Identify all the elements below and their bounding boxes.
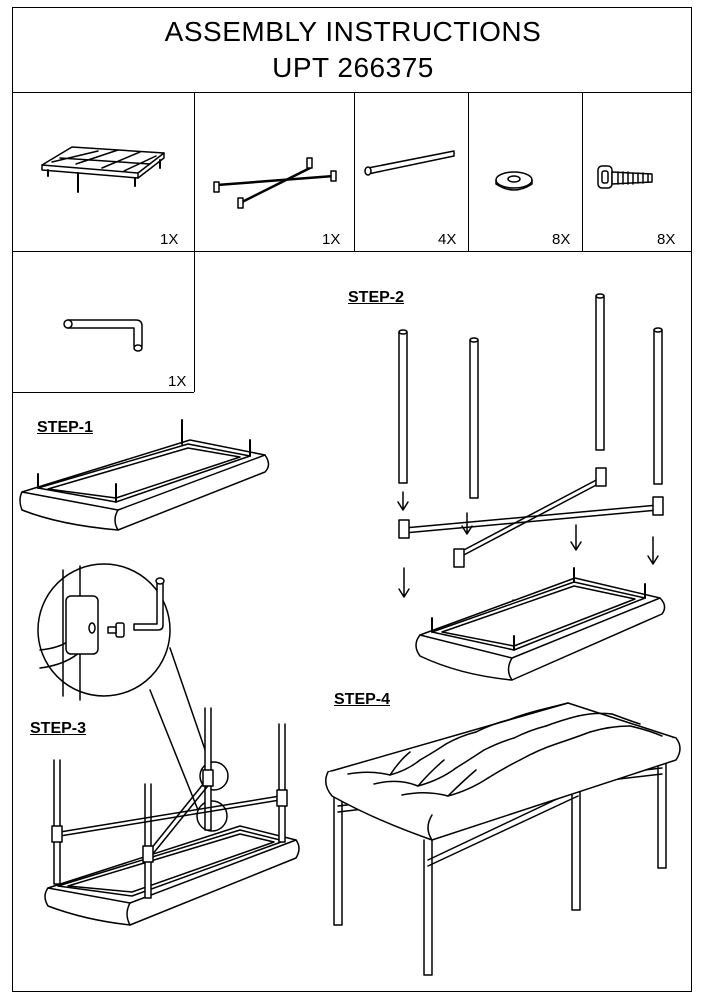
- part-qty-bench: 1X: [160, 231, 179, 248]
- parts-divider-3: [468, 92, 469, 251]
- arrow-down-icon: [461, 512, 473, 535]
- parts-divider-2: [354, 92, 355, 251]
- arrow-down-icon: [570, 524, 582, 551]
- bolt-icon: [597, 165, 653, 189]
- leg-rod: [469, 337, 479, 499]
- part-qty-leg: 4X: [438, 231, 457, 248]
- instruction-sheet-frame: [12, 7, 692, 992]
- washer-icon: [495, 171, 533, 191]
- leg-rod: [398, 329, 408, 484]
- header-divider: [12, 92, 692, 93]
- step-1-illustration: [19, 419, 270, 531]
- arrow-down-icon: [398, 567, 410, 598]
- arrow-down-icon: [647, 536, 659, 565]
- leg-rod: [595, 293, 605, 451]
- allen-key-icon: [63, 319, 143, 352]
- part-qty-washer: 8X: [552, 231, 571, 248]
- step-4-label: STEP-4: [334, 691, 391, 708]
- part-qty-bolt: 8X: [657, 231, 676, 248]
- bench-seat-icon: [41, 146, 165, 193]
- part-qty-key: 1X: [168, 373, 187, 390]
- step-3-illustration: [37, 563, 300, 926]
- parts-row-divider: [12, 251, 692, 252]
- allen-key-icon: [133, 581, 164, 631]
- step-4-illustration: [325, 702, 681, 976]
- parts-divider-4: [582, 92, 583, 251]
- parts-divider-1: [194, 92, 195, 392]
- part-qty-brace: 1X: [322, 231, 341, 248]
- step-2-label: STEP-2: [348, 289, 405, 306]
- model-number: UPT 266375: [272, 52, 434, 83]
- parts-row2-bottom: [12, 392, 194, 393]
- leg-rod-icon: [364, 150, 455, 176]
- arrow-down-icon: [397, 491, 409, 511]
- step-3-label: STEP-3: [30, 720, 87, 737]
- leg-rod: [653, 327, 663, 485]
- document-title: ASSEMBLY INSTRUCTIONS: [164, 16, 542, 47]
- step-2-illustration: [397, 293, 666, 681]
- bolt-icon: [115, 622, 125, 638]
- step-1-label: STEP-1: [37, 419, 94, 436]
- cross-brace-icon: [213, 157, 337, 209]
